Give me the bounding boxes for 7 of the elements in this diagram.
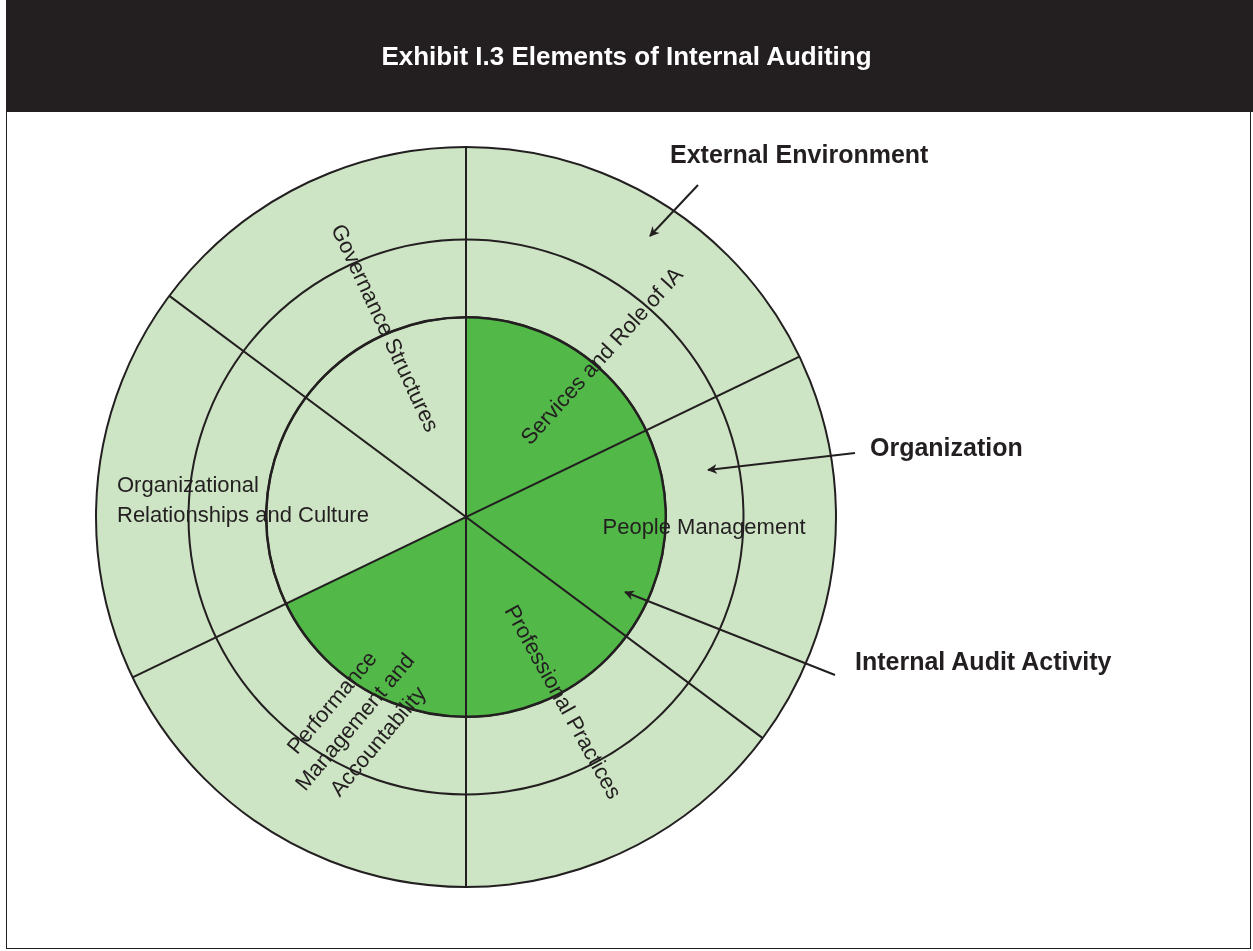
callout-label: External Environment bbox=[670, 140, 929, 169]
leader-arrow bbox=[707, 452, 856, 474]
leader-arrow bbox=[649, 184, 699, 237]
leader-arrow bbox=[624, 590, 836, 676]
callout-label: Internal Audit Activity bbox=[855, 647, 1112, 676]
title: Exhibit I.3 Elements of Internal Auditing bbox=[381, 40, 872, 73]
callout-label: Organization bbox=[870, 433, 1023, 462]
